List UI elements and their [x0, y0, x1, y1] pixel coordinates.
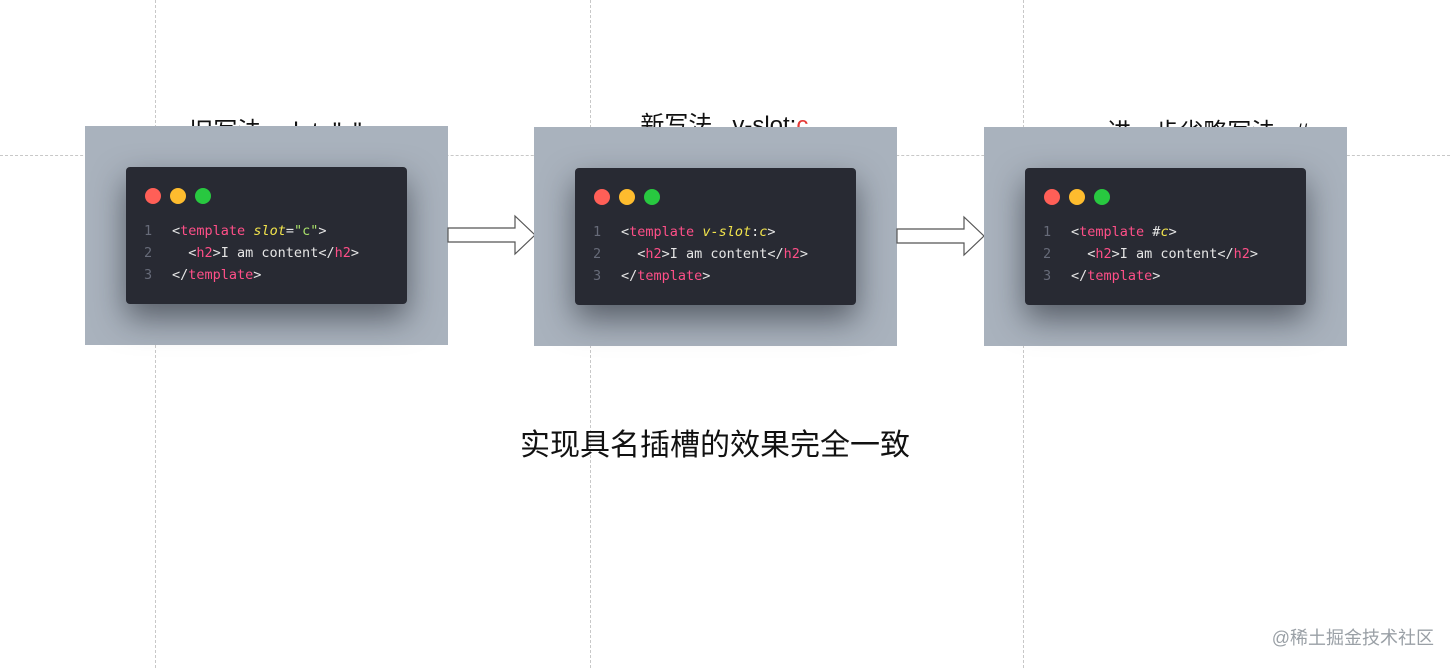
code-token: h2: [783, 246, 800, 262]
code-token: template: [188, 267, 254, 283]
code-line: 3 </template>: [1043, 265, 1258, 287]
code-line: 1 <template #c>: [1043, 221, 1258, 243]
code-token: slot: [253, 223, 286, 239]
code-token: >I am content</: [661, 246, 784, 262]
code-token: <: [172, 245, 197, 261]
code-line: 2 <h2>I am content</h2>: [593, 243, 808, 265]
code-frame-shorthand-syntax: 1<template #c>2 <h2>I am content</h2>3</…: [984, 127, 1347, 346]
window-controls: [594, 189, 669, 205]
code-token: </: [172, 267, 189, 283]
code-block: 1<template #c>2 <h2>I am content</h2>3</…: [1043, 221, 1258, 287]
code-token: >: [767, 224, 776, 240]
code-frame-old-syntax: 1<template slot="c">2 <h2>I am content</…: [85, 126, 448, 345]
line-number: 2: [593, 246, 602, 262]
code-token: :: [751, 224, 760, 240]
line-number: 1: [144, 223, 153, 239]
code-block: 1<template v-slot:c>2 <h2>I am content</…: [593, 221, 808, 287]
arrow-right-icon: [896, 215, 985, 257]
watermark: @稀土掘金技术社区: [1271, 628, 1434, 648]
code-token: c: [1160, 224, 1169, 240]
close-dot-icon: [145, 188, 161, 204]
code-token: template: [629, 224, 695, 240]
maximize-dot-icon: [195, 188, 211, 204]
code-token: template: [180, 223, 246, 239]
code-token: h2: [1095, 246, 1112, 262]
window-controls: [145, 188, 220, 204]
line-number: 3: [1043, 268, 1052, 284]
code-line: 3 </template>: [144, 264, 359, 286]
diagram-caption: 实现具名插槽的效果完全一致: [520, 429, 910, 462]
code-token: template: [1087, 268, 1153, 284]
code-line: 2 <h2>I am content</h2>: [144, 242, 359, 264]
code-token: v-slot: [702, 224, 752, 240]
code-token: h2: [645, 246, 662, 262]
code-token: <: [172, 223, 181, 239]
code-token: "c": [293, 223, 319, 239]
code-token: template: [637, 268, 703, 284]
window-controls: [1044, 189, 1119, 205]
code-token: h2: [334, 245, 351, 261]
code-token: <: [621, 224, 630, 240]
code-window: 1<template #c>2 <h2>I am content</h2>3</…: [1025, 168, 1306, 305]
code-token: h2: [196, 245, 213, 261]
code-line: 3 </template>: [593, 265, 808, 287]
minimize-dot-icon: [619, 189, 635, 205]
code-token: </: [1071, 268, 1088, 284]
line-number: 3: [593, 268, 602, 284]
code-block: 1<template slot="c">2 <h2>I am content</…: [144, 220, 359, 286]
maximize-dot-icon: [644, 189, 660, 205]
code-token: >: [1249, 246, 1258, 262]
code-token: >: [702, 268, 711, 284]
code-token: >I am content</: [212, 245, 335, 261]
code-token: c: [759, 224, 768, 240]
minimize-dot-icon: [1069, 189, 1085, 205]
code-line: 1 <template v-slot:c>: [593, 221, 808, 243]
code-frame-new-syntax: 1<template v-slot:c>2 <h2>I am content</…: [534, 127, 897, 346]
code-token: <: [1071, 246, 1096, 262]
code-token: >: [1168, 224, 1177, 240]
code-token: =: [285, 223, 294, 239]
line-number: 2: [1043, 246, 1052, 262]
code-token: >: [253, 267, 262, 283]
close-dot-icon: [594, 189, 610, 205]
line-number: 1: [593, 224, 602, 240]
code-token: h2: [1233, 246, 1250, 262]
minimize-dot-icon: [170, 188, 186, 204]
code-token: </: [621, 268, 638, 284]
arrow-right-icon: [447, 214, 536, 256]
maximize-dot-icon: [1094, 189, 1110, 205]
code-token: >I am content</: [1111, 246, 1234, 262]
line-number: 2: [144, 245, 153, 261]
code-line: 2 <h2>I am content</h2>: [1043, 243, 1258, 265]
code-token: #: [1144, 224, 1161, 240]
code-token: <: [1071, 224, 1080, 240]
line-number: 3: [144, 267, 153, 283]
code-token: >: [318, 223, 327, 239]
line-number: 1: [1043, 224, 1052, 240]
code-line: 1 <template slot="c">: [144, 220, 359, 242]
code-token: >: [1152, 268, 1161, 284]
code-token: >: [799, 246, 808, 262]
code-token: <: [621, 246, 646, 262]
close-dot-icon: [1044, 189, 1060, 205]
code-window: 1<template v-slot:c>2 <h2>I am content</…: [575, 168, 856, 305]
code-window: 1<template slot="c">2 <h2>I am content</…: [126, 167, 407, 304]
code-token: >: [350, 245, 359, 261]
code-token: template: [1079, 224, 1145, 240]
